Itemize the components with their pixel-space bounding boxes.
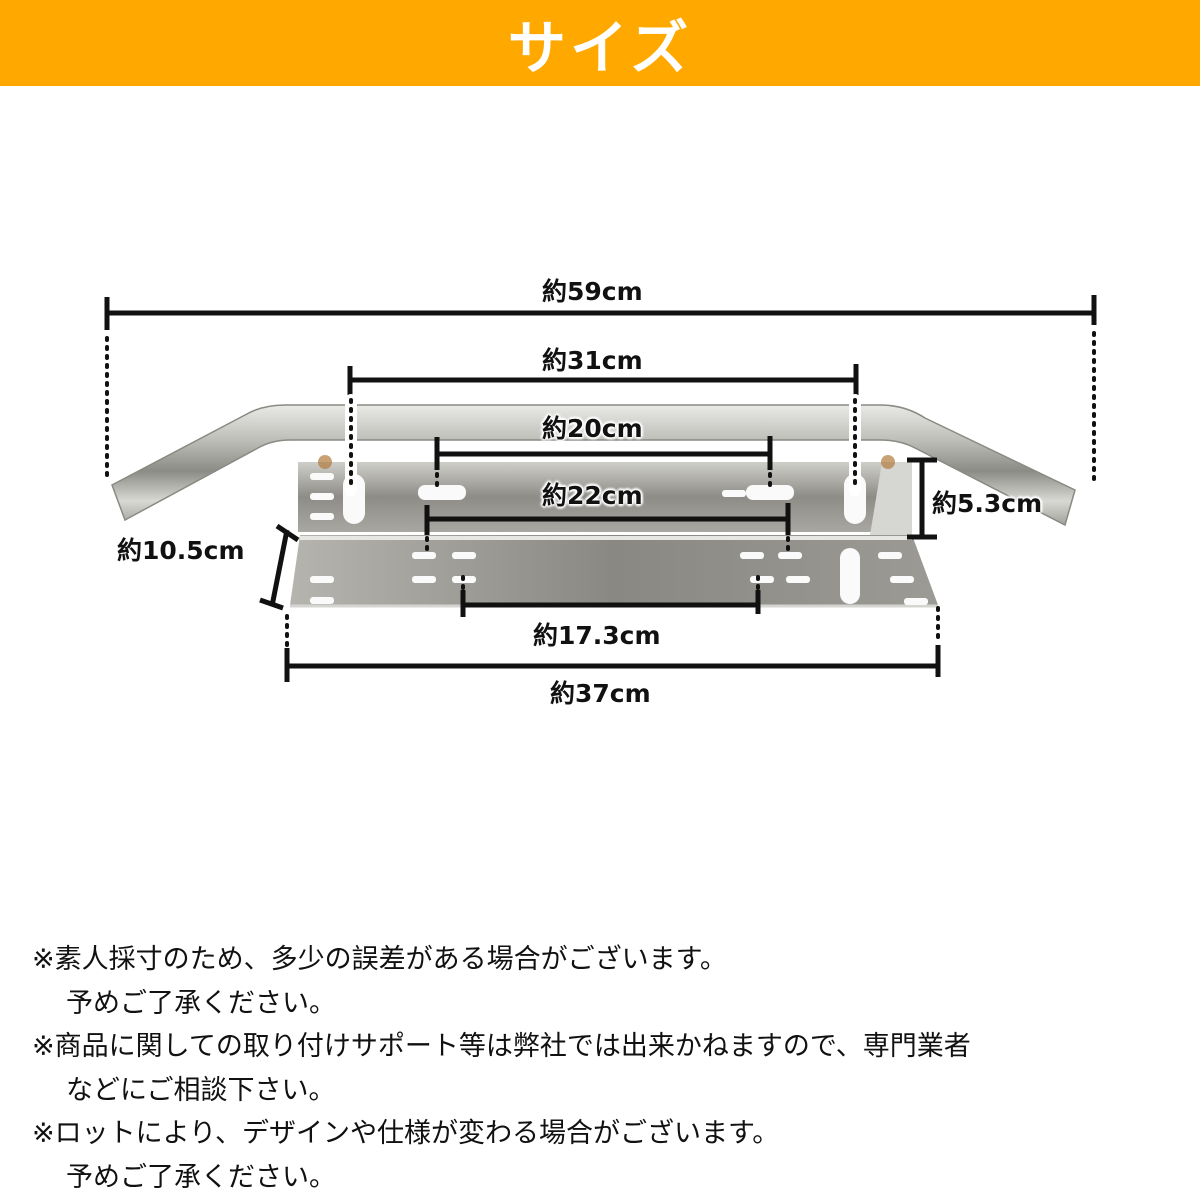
note-2-line-2: などにご相談下さい。 (66, 1074, 336, 1106)
dimension-lower-slot-span: 約17.3cm (533, 621, 661, 650)
note-1-line-2: 予めご了承ください。 (66, 987, 336, 1019)
header-banner: サイズ (0, 0, 1200, 86)
disclaimer-notes: ※素人採寸のため、多少の誤差がある場合がございます。 予めご了承ください。 ※商… (32, 938, 1182, 1199)
page-title: サイズ (507, 14, 693, 82)
dimension-overall-width: 約59cm (542, 277, 643, 306)
dimension-tube-mount-span: 約31cm (542, 346, 643, 375)
dimension-plate-width: 約37cm (550, 679, 651, 708)
note-1-line-1: ※素人採寸のため、多少の誤差がある場合がございます。 (32, 944, 727, 975)
note-3-line-2: 予めご了承ください。 (66, 1161, 336, 1193)
dimension-plate-height: 約10.5cm (117, 536, 245, 565)
product-illustration (104, 295, 1097, 682)
note-mark: ※ (32, 1118, 55, 1149)
dimension-middle-slot-span: 約22cm (542, 481, 643, 510)
product-dimension-diagram: 約59cm 約31cm 約20cm 約22cm 約17.3cm 約37cm 約1… (0, 86, 1200, 926)
mounting-plate (290, 473, 938, 608)
note-2-line-1: ※商品に関しての取り付けサポート等は弊社では出来かねますので、専門業者 (32, 1031, 971, 1062)
dimension-upper-slot-span: 約20cm (542, 414, 643, 443)
note-3-line-1: ※ロットにより、デザインや仕様が変わる場合がございます。 (32, 1118, 780, 1149)
dimension-lines (104, 295, 1097, 682)
upper-flange (298, 462, 912, 535)
dimension-flange-height: 約5.3cm (932, 489, 1043, 518)
extension-lines (105, 331, 1096, 647)
note-mark: ※ (32, 944, 55, 975)
note-mark: ※ (32, 1031, 55, 1062)
